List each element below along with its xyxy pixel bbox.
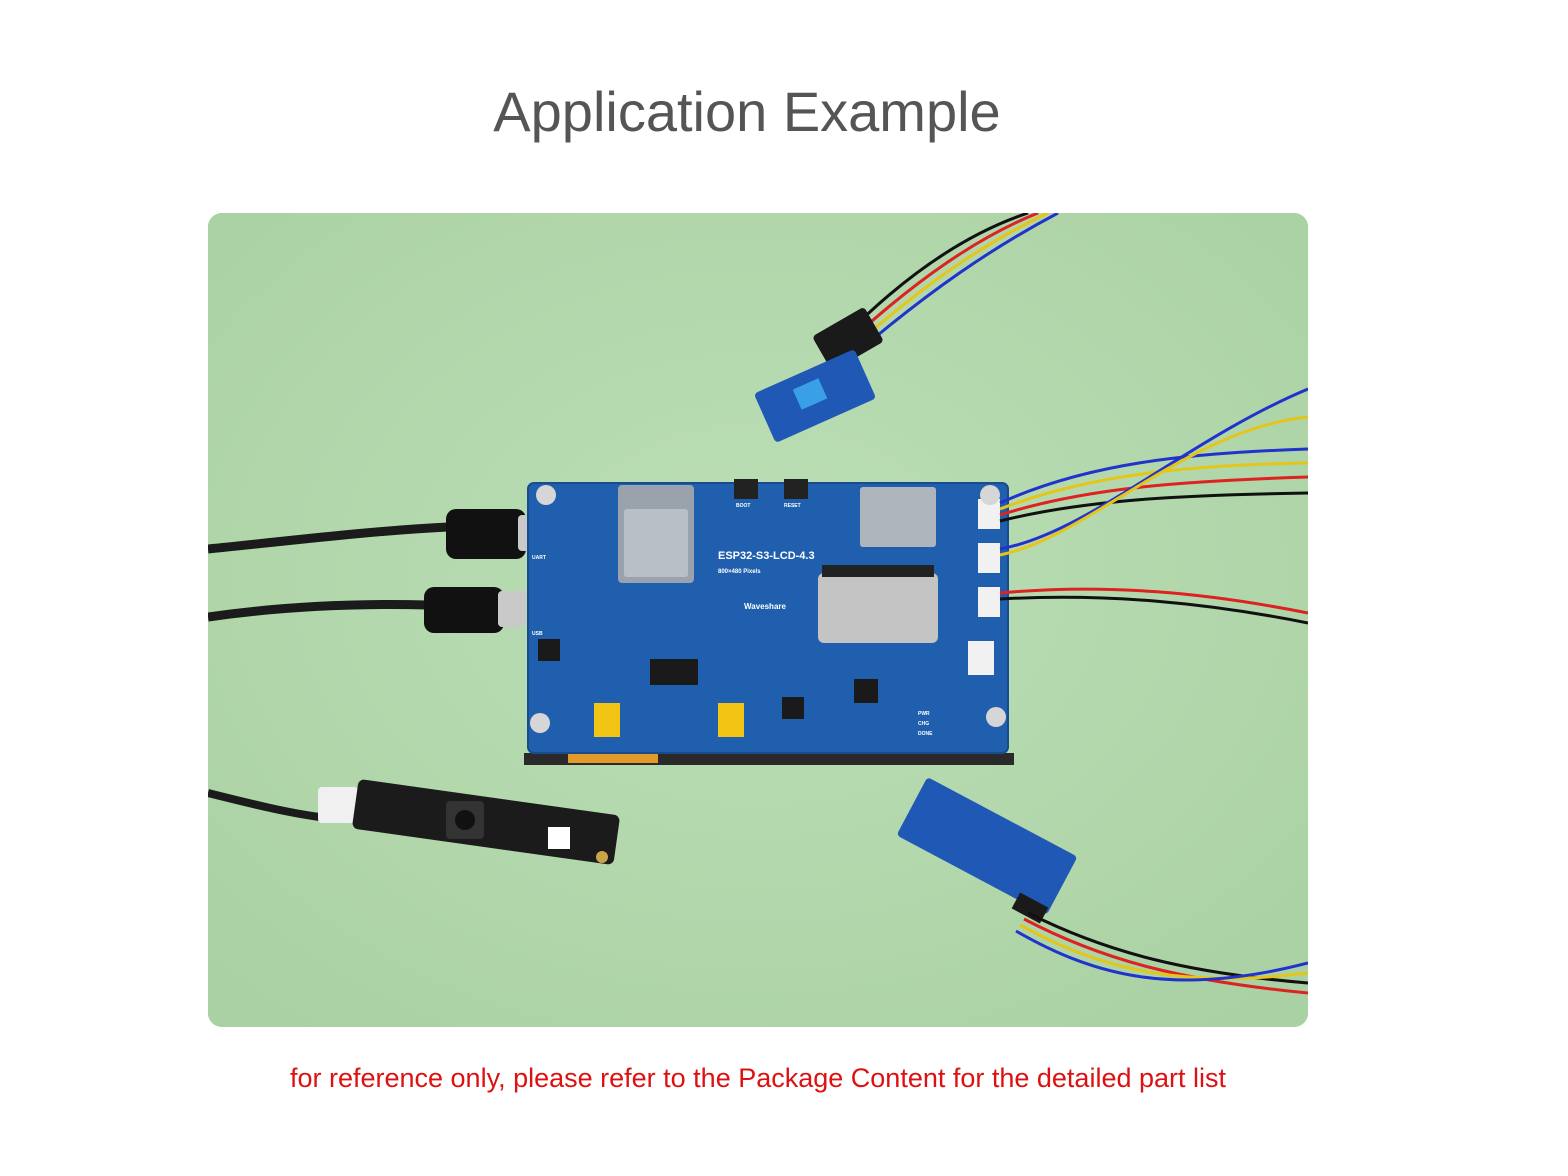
page-title: Application Example <box>493 80 1001 143</box>
usb-label: USB <box>532 631 543 637</box>
brand-label: Waveshare <box>744 602 787 611</box>
pwr-label: PWR <box>918 711 930 717</box>
board-label: ESP32-S3-LCD-4.3 <box>718 550 815 562</box>
board-sublabel: 800×480 Pixels <box>718 569 761 575</box>
boot-label: BOOT <box>736 503 750 509</box>
camera-module <box>208 779 620 865</box>
esp32-board: ESP32-S3-LCD-4.3 800×480 Pixels Waveshar… <box>524 479 1014 765</box>
product-photo-illustration: ESP32-S3-LCD-4.3 800×480 Pixels Waveshar… <box>208 213 1308 1027</box>
reference-caption: for reference only, please refer to the … <box>289 1063 1227 1093</box>
imu-module <box>897 778 1308 995</box>
uart-label: UART <box>532 555 546 561</box>
chg-label: CHG <box>918 721 929 727</box>
sensor-cables-right <box>999 387 1308 625</box>
product-photo: ESP32-S3-LCD-4.3 800×480 Pixels Waveshar… <box>208 213 1308 1027</box>
reset-label: RESET <box>784 503 801 509</box>
done-label: DONE <box>918 731 933 737</box>
sensor-module-top <box>755 213 1059 442</box>
